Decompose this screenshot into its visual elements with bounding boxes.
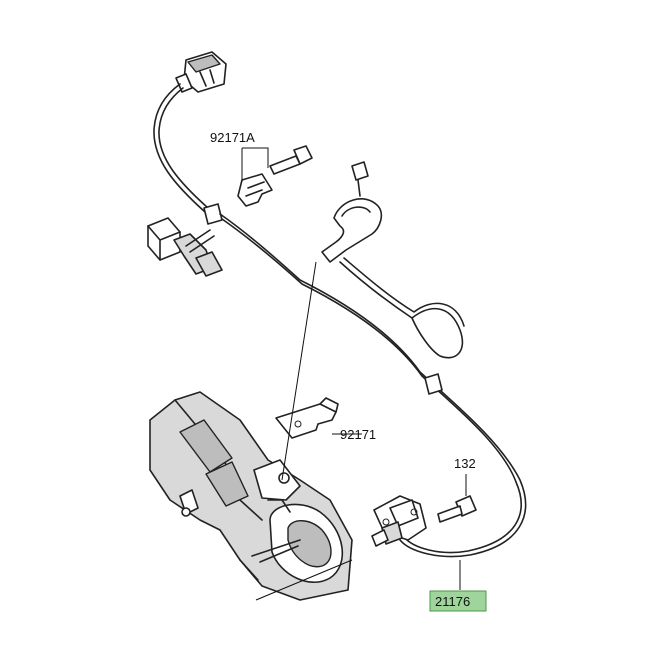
upper-bracket — [321, 161, 383, 263]
highlight-badge — [429, 590, 487, 612]
top-connector — [175, 51, 227, 93]
speed-sensor — [371, 495, 427, 547]
bolt-132 — [437, 495, 477, 523]
label-21176: 21176 — [435, 594, 470, 609]
label-132: 132 — [454, 456, 476, 471]
left-cable-stub — [147, 217, 223, 277]
part-badge-21176[interactable]: 21176 — [429, 590, 487, 612]
caliper-housing — [149, 391, 353, 601]
leader-lines — [241, 147, 467, 601]
label-92171: 92171 — [340, 427, 376, 442]
clamp-92171 — [275, 397, 339, 439]
sensor-cable — [153, 83, 527, 558]
clamp-92171a — [237, 145, 313, 207]
label-92171a: 92171A — [210, 130, 255, 145]
